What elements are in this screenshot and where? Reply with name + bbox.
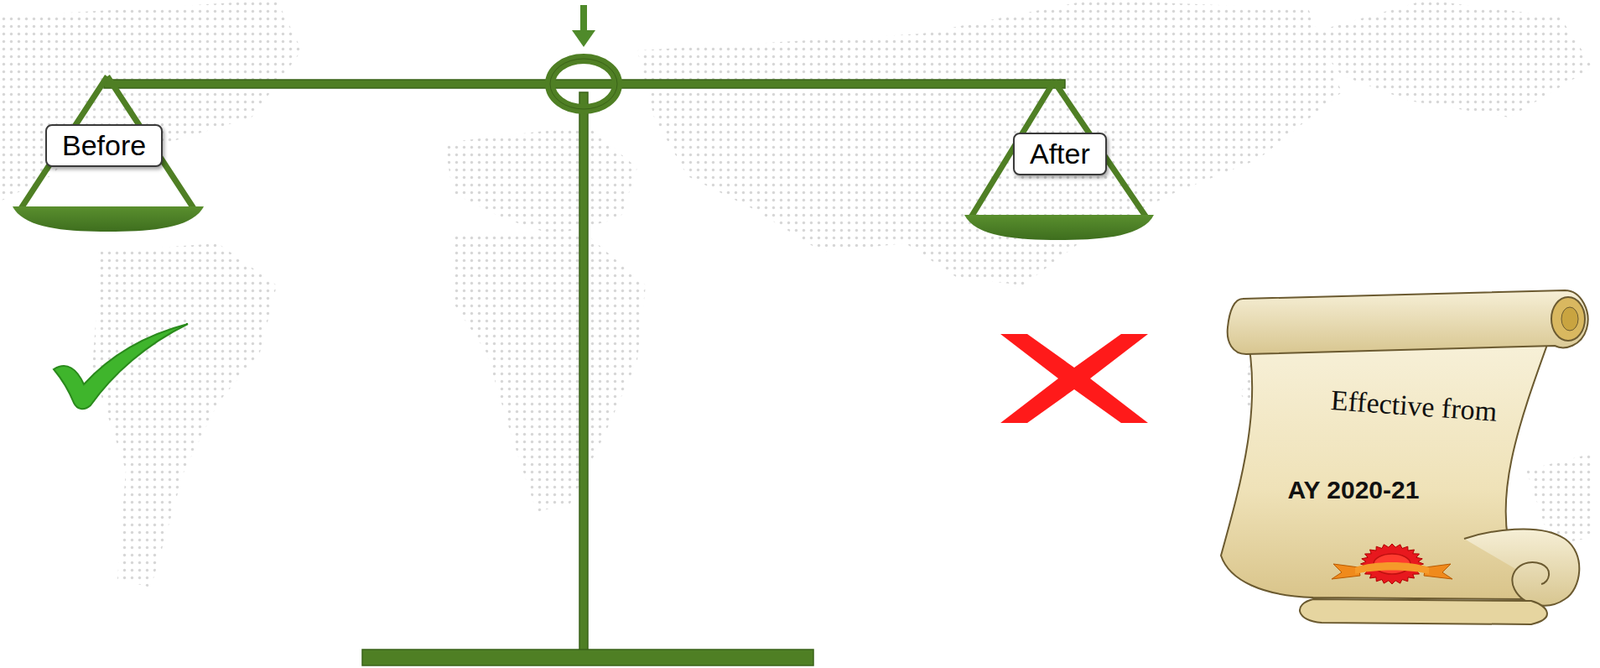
right-pan: [964, 81, 1154, 240]
scale-pole: [579, 92, 588, 651]
effective-scroll: Effective fromAY 2020-21: [1212, 286, 1595, 629]
pivot-arrow: [571, 5, 596, 47]
scale-base: [362, 649, 814, 665]
scroll-shape: [1212, 286, 1595, 629]
cross-mark: [1000, 333, 1149, 423]
scale-beam: [103, 79, 1065, 89]
left-pan: [12, 76, 204, 232]
scroll-year: AY 2020-21: [1288, 475, 1420, 504]
before-label: Before: [45, 124, 163, 167]
pan-label: Before: [62, 129, 146, 162]
pivot-ring: [550, 58, 618, 110]
pan-label: After: [1029, 137, 1091, 171]
check-mark: [53, 323, 188, 409]
after-label: After: [1012, 132, 1107, 176]
pivot-ring-edge: [550, 58, 618, 110]
world-map-dots: [0, 0, 1594, 588]
